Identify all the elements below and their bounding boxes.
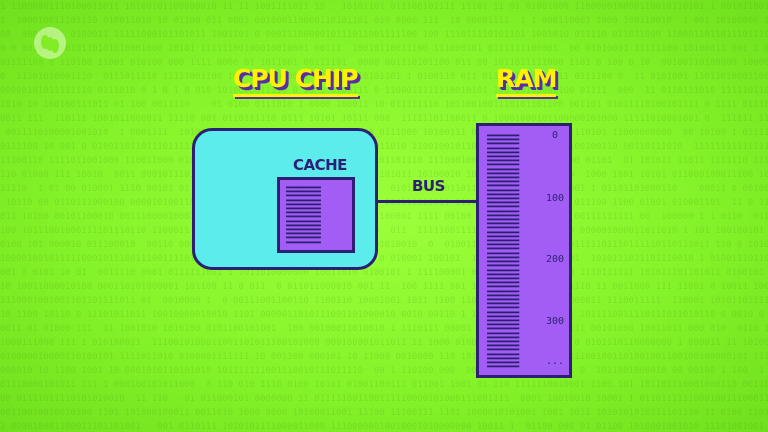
- ram-title: RAM: [496, 64, 557, 97]
- bus-label: BUS: [412, 177, 445, 195]
- cache-label: CACHE: [293, 156, 347, 174]
- logo-head-right: [51, 39, 59, 53]
- ram-address-more: ...: [545, 356, 565, 367]
- pbs-logo-icon: [34, 27, 66, 59]
- cache-memory-cells: ▬▬▬▬▬▬▬▬▬▬▬▬▬ ▬▬▬▬▬▬▬▬▬▬▬▬▬ ▬▬▬▬▬▬▬▬▬▬▬▬…: [286, 186, 321, 244]
- ram-address-100: 100: [545, 193, 565, 204]
- ram-box: [476, 123, 572, 378]
- ram-address-0: 0: [551, 130, 559, 141]
- bus-connection-line: [378, 200, 478, 203]
- ram-address-200: 200: [545, 254, 565, 265]
- logo-head-left: [41, 35, 49, 49]
- ram-address-300: 300: [545, 316, 565, 327]
- logo-head-middle: [46, 37, 54, 51]
- cache-box: [277, 177, 355, 253]
- ram-memory-cells: ▬▬▬▬▬▬▬▬▬▬▬▬ ▬▬▬▬▬▬▬▬▬▬▬▬ ▬▬▬▬▬▬▬▬▬▬▬▬ ▬…: [487, 134, 519, 371]
- cpu-chip-title: CPU CHIP: [233, 64, 359, 97]
